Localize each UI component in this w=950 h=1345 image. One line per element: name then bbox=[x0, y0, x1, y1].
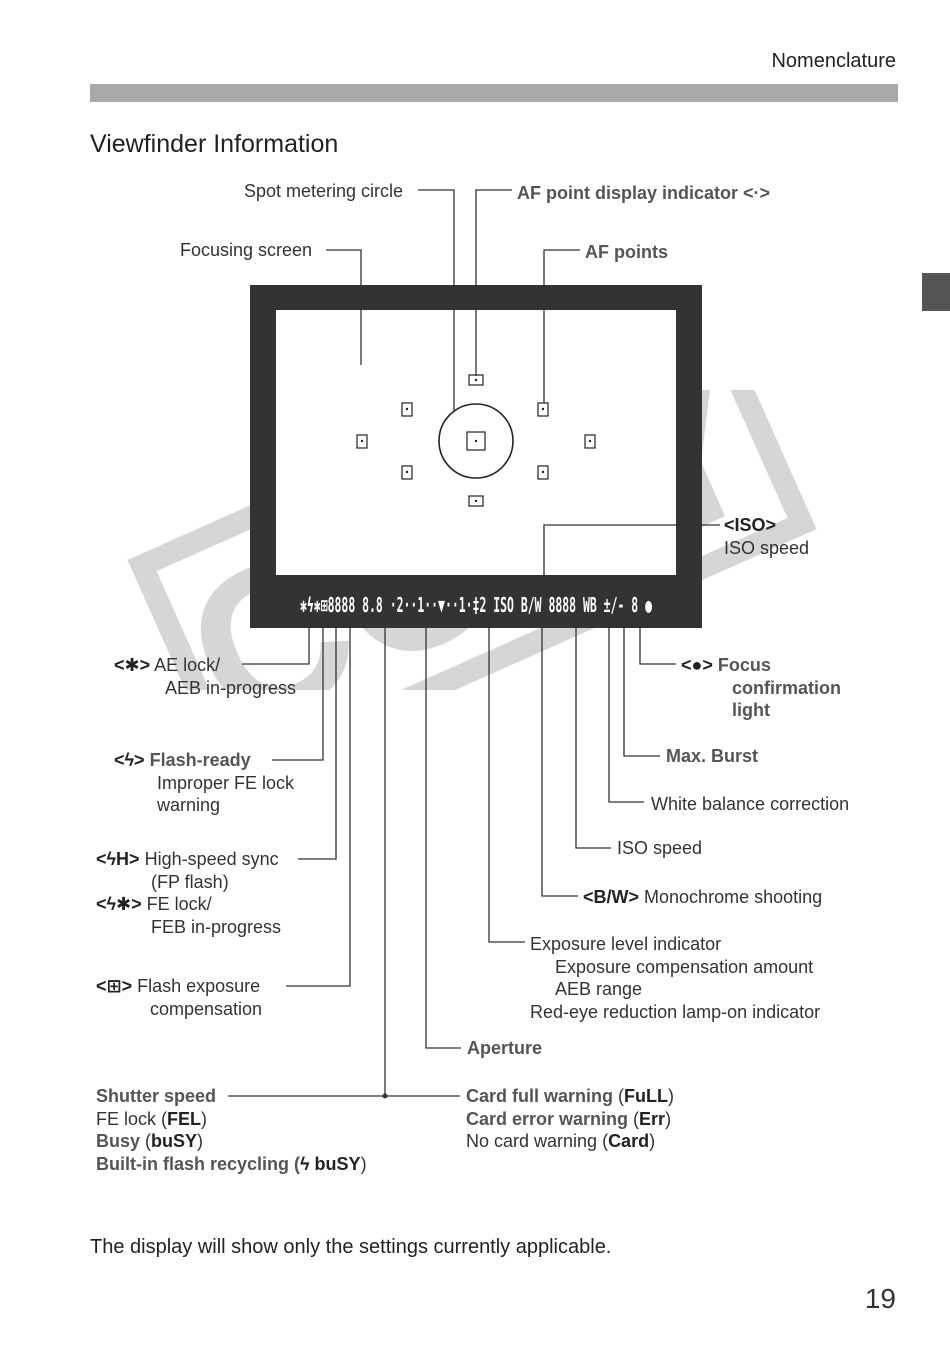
focus-dot-icon: <●> bbox=[681, 655, 713, 675]
bw-icon: <B/W> bbox=[583, 887, 640, 907]
label-af-points: AF points bbox=[585, 242, 668, 262]
label-high-speed-sync: <ϟH> High-speed sync (FP flash) <ϟ✱> FE … bbox=[96, 849, 282, 937]
label-iso-speed-top: ISO speed bbox=[724, 537, 810, 558]
label-aperture: Aperture bbox=[467, 1038, 543, 1058]
iso-icon: <ISO> bbox=[724, 515, 777, 535]
header-bar bbox=[90, 84, 898, 102]
label-monochrome: <B/W> Monochrome shooting bbox=[583, 887, 823, 907]
label-shutter-speed-block: Shutter speed FE lock (FEL) Busy (buSY) … bbox=[96, 1086, 367, 1174]
junction-dot bbox=[382, 1093, 388, 1099]
label-focus-confirmation: <●> Focus confirmation light bbox=[681, 655, 842, 720]
label-exposure-level: Exposure level indicator Exposure compen… bbox=[530, 934, 821, 1022]
label-af-point-display: AF point display indicator <·> bbox=[517, 183, 771, 203]
label-flash-exposure-comp: <⊞> Flash exposure compensation bbox=[96, 976, 263, 1019]
label-flash-ready: <ϟ> Flash-ready Improper FE lock warning bbox=[114, 750, 295, 815]
hss-icon: <ϟH> bbox=[96, 849, 140, 869]
section-tab bbox=[922, 273, 950, 311]
spot-metering-circle bbox=[438, 403, 514, 479]
label-iso-block: <ISO> ISO speed bbox=[724, 514, 809, 559]
label-max-burst: Max. Burst bbox=[666, 746, 759, 766]
label-ae-lock: <✱> AE lock/ AEB in-progress bbox=[114, 655, 297, 698]
label-card-warnings: Card full warning (FuLL) Card error warn… bbox=[466, 1086, 674, 1151]
flash-comp-icon: <⊞> bbox=[96, 976, 133, 996]
callout-lines bbox=[228, 189, 720, 1097]
footer-note: The display will show only the settings … bbox=[90, 1236, 612, 1258]
label-wb-correction: White balance correction bbox=[651, 794, 850, 814]
af-point-dots bbox=[360, 378, 592, 503]
label-focusing-screen: Focusing screen bbox=[180, 240, 313, 260]
lcd-strip: ✱ϟ✱⊞8888 8.8 ·2··1··▼··1·‡2 ISO B/W 8888… bbox=[300, 593, 652, 617]
lcd-segments: ✱ϟ✱⊞8888 8.8 ·2··1··▼··1·‡2 ISO B/W 8888… bbox=[300, 593, 652, 617]
flash-icon: <ϟ> bbox=[114, 750, 145, 770]
label-iso-speed-bottom: ISO speed bbox=[617, 838, 703, 858]
fe-lock-icon: <ϟ✱> bbox=[96, 894, 142, 914]
page-title: Viewfinder Information bbox=[90, 130, 339, 158]
page-number: 19 bbox=[864, 1283, 896, 1314]
ae-lock-icon: <✱> bbox=[114, 655, 151, 675]
section-header: Nomenclature bbox=[771, 50, 896, 72]
label-spot-metering: Spot metering circle bbox=[244, 181, 404, 201]
